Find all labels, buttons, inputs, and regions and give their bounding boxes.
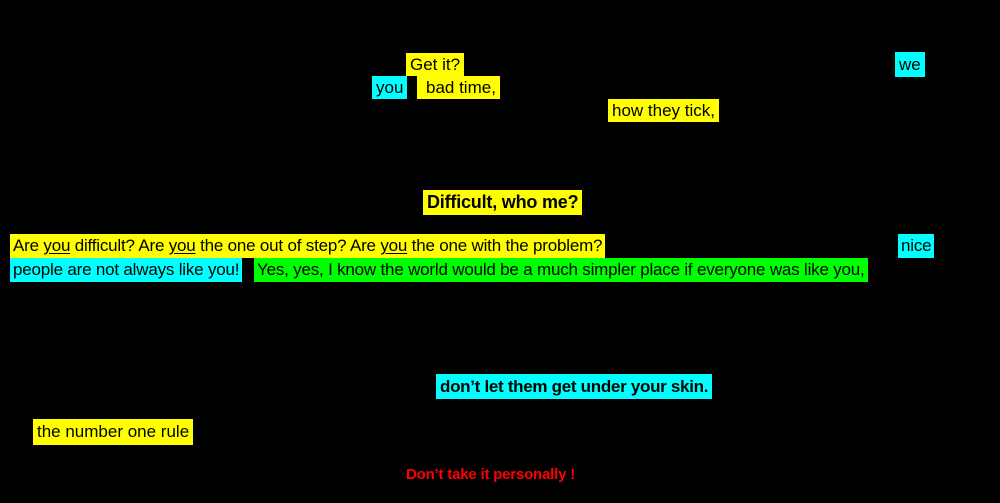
underlined-you-1: you (43, 236, 71, 255)
underlined-you-2: you (168, 236, 196, 255)
heading-difficult-who-me: Difficult, who me? (423, 190, 583, 215)
question-seg: Are (13, 236, 44, 255)
highlight-we: we (895, 52, 925, 77)
question-seg: difficult? Are (70, 236, 169, 255)
highlight-bad-time: bad time, (417, 76, 500, 99)
question-line: Are you difficult? Are you the one out o… (10, 234, 606, 258)
highlight-skin-line: don’t let them get under your skin. (436, 374, 713, 399)
red-dont-take-it-personally: Don’t take it personally ! (406, 466, 575, 483)
highlight-you: you (372, 76, 408, 99)
highlight-number-one-rule: the number one rule (33, 419, 194, 445)
question-seg: the one out of step? Are (195, 236, 381, 255)
highlight-get-it: Get it? (406, 53, 465, 76)
highlight-people-line: people are not always like you! (10, 258, 243, 282)
highlight-nice: nice (898, 234, 935, 258)
underlined-you-3: you (380, 236, 408, 255)
question-seg: the one with the problem? (407, 236, 603, 255)
highlight-how-they-tick: how they tick, (608, 99, 719, 122)
highlight-yes-line: Yes, yes, I know the world would be a mu… (254, 258, 868, 282)
